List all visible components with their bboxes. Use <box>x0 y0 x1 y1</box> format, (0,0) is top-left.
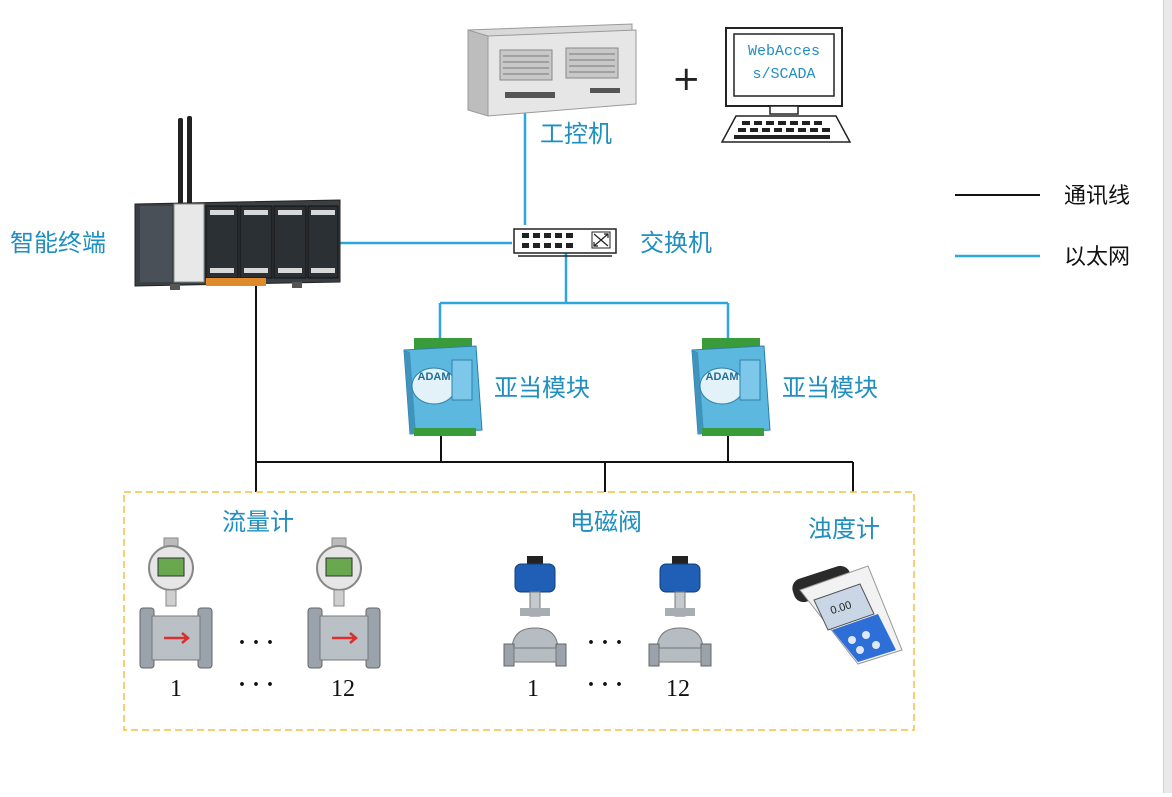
switch-label: 交换机 <box>640 229 712 257</box>
industrial-pc-icon <box>467 23 637 117</box>
valve-1-icon <box>503 556 567 667</box>
legend-ethernet-label: 以太网 <box>1064 245 1130 270</box>
plus-sign: + <box>672 59 701 99</box>
adam-module-left-icon: ADAM <box>403 338 483 436</box>
comm-lines <box>255 285 854 492</box>
adam-right-label: 亚当模块 <box>782 374 878 402</box>
valve-last-number: 12 <box>666 676 690 702</box>
adam-module-right-icon: ADAM <box>691 338 771 436</box>
adam-left-logo: ADAM <box>418 371 451 383</box>
smart-terminal-label: 智能终端 <box>10 229 106 257</box>
adam-right-logo: ADAM <box>706 371 739 383</box>
flowmeter-1-icon <box>139 537 213 669</box>
ipc-label: 工控机 <box>540 120 612 148</box>
flowmeter-first-number: 1 <box>170 676 182 702</box>
legend-comm-label: 通讯线 <box>1064 184 1130 209</box>
valve-12-icon <box>648 556 712 667</box>
flowmeter-12-icon <box>307 537 381 669</box>
valve-ellipsis-top: · · · <box>587 630 623 656</box>
turbidity-label: 浊度计 <box>808 515 880 543</box>
switch-icon <box>513 228 617 257</box>
smart-terminal-icon <box>134 116 341 290</box>
valve-label: 电磁阀 <box>570 508 642 536</box>
right-edge-bar <box>1163 0 1172 793</box>
turbidity-meter-icon: 0.00 <box>792 565 903 665</box>
screen-line-2: s/SCADA <box>752 66 815 83</box>
screen-line-1: WebAcces <box>748 43 820 60</box>
legend: 通讯线 以太网 <box>955 184 1130 270</box>
valve-first-number: 1 <box>527 676 539 702</box>
ethernet-lines <box>332 112 730 340</box>
adam-left-label: 亚当模块 <box>494 374 590 402</box>
flowmeter-label: 流量计 <box>222 508 294 536</box>
flowmeter-ellipsis-bottom: · · · <box>238 672 274 698</box>
flowmeter-last-number: 12 <box>331 676 355 702</box>
workstation-icon <box>720 27 852 143</box>
field-devices-box <box>123 491 915 731</box>
flowmeter-ellipsis-top: · · · <box>238 630 274 656</box>
valve-ellipsis-bottom: · · · <box>587 672 623 698</box>
